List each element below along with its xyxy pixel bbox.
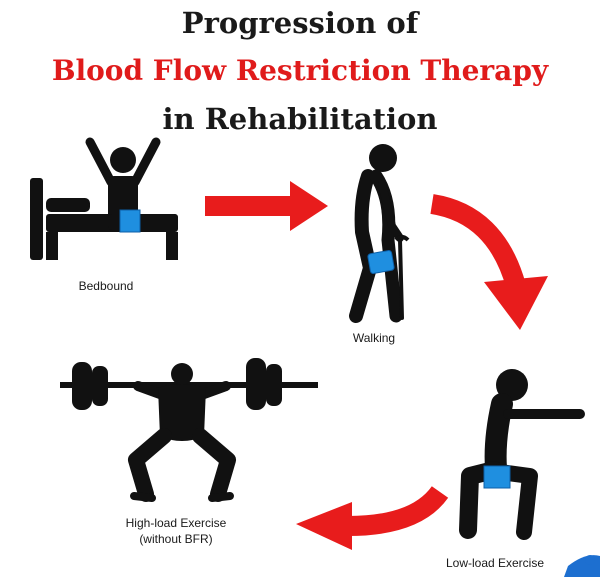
title-line-2: Blood Flow Restriction Therapy <box>51 54 549 87</box>
label-high-load-exercise: High-load Exercise <box>125 516 227 530</box>
squat-cuff <box>483 465 511 489</box>
bedbound-person-icon <box>30 137 178 260</box>
label-walking: Walking <box>352 331 396 345</box>
arrow-right-icon <box>205 181 328 231</box>
walking-cuff <box>367 250 395 274</box>
title-line-1: Progression of <box>181 6 419 40</box>
arrow-curved-down-icon <box>430 194 548 330</box>
label-bedbound: Bedbound <box>78 279 134 293</box>
label-high-load-sublabel: (without BFR) <box>139 532 213 546</box>
squatting-person-icon <box>459 369 585 540</box>
logo-icon <box>564 555 600 577</box>
barbell-squat-icon <box>60 358 318 502</box>
label-low-load-exercise: Low-load Exercise <box>445 556 545 570</box>
arrow-curved-left-icon <box>296 485 449 550</box>
bedbound-cuff <box>119 209 141 233</box>
title-line-3: in Rehabilitation <box>162 102 438 136</box>
walking-with-cane-icon <box>349 144 410 323</box>
